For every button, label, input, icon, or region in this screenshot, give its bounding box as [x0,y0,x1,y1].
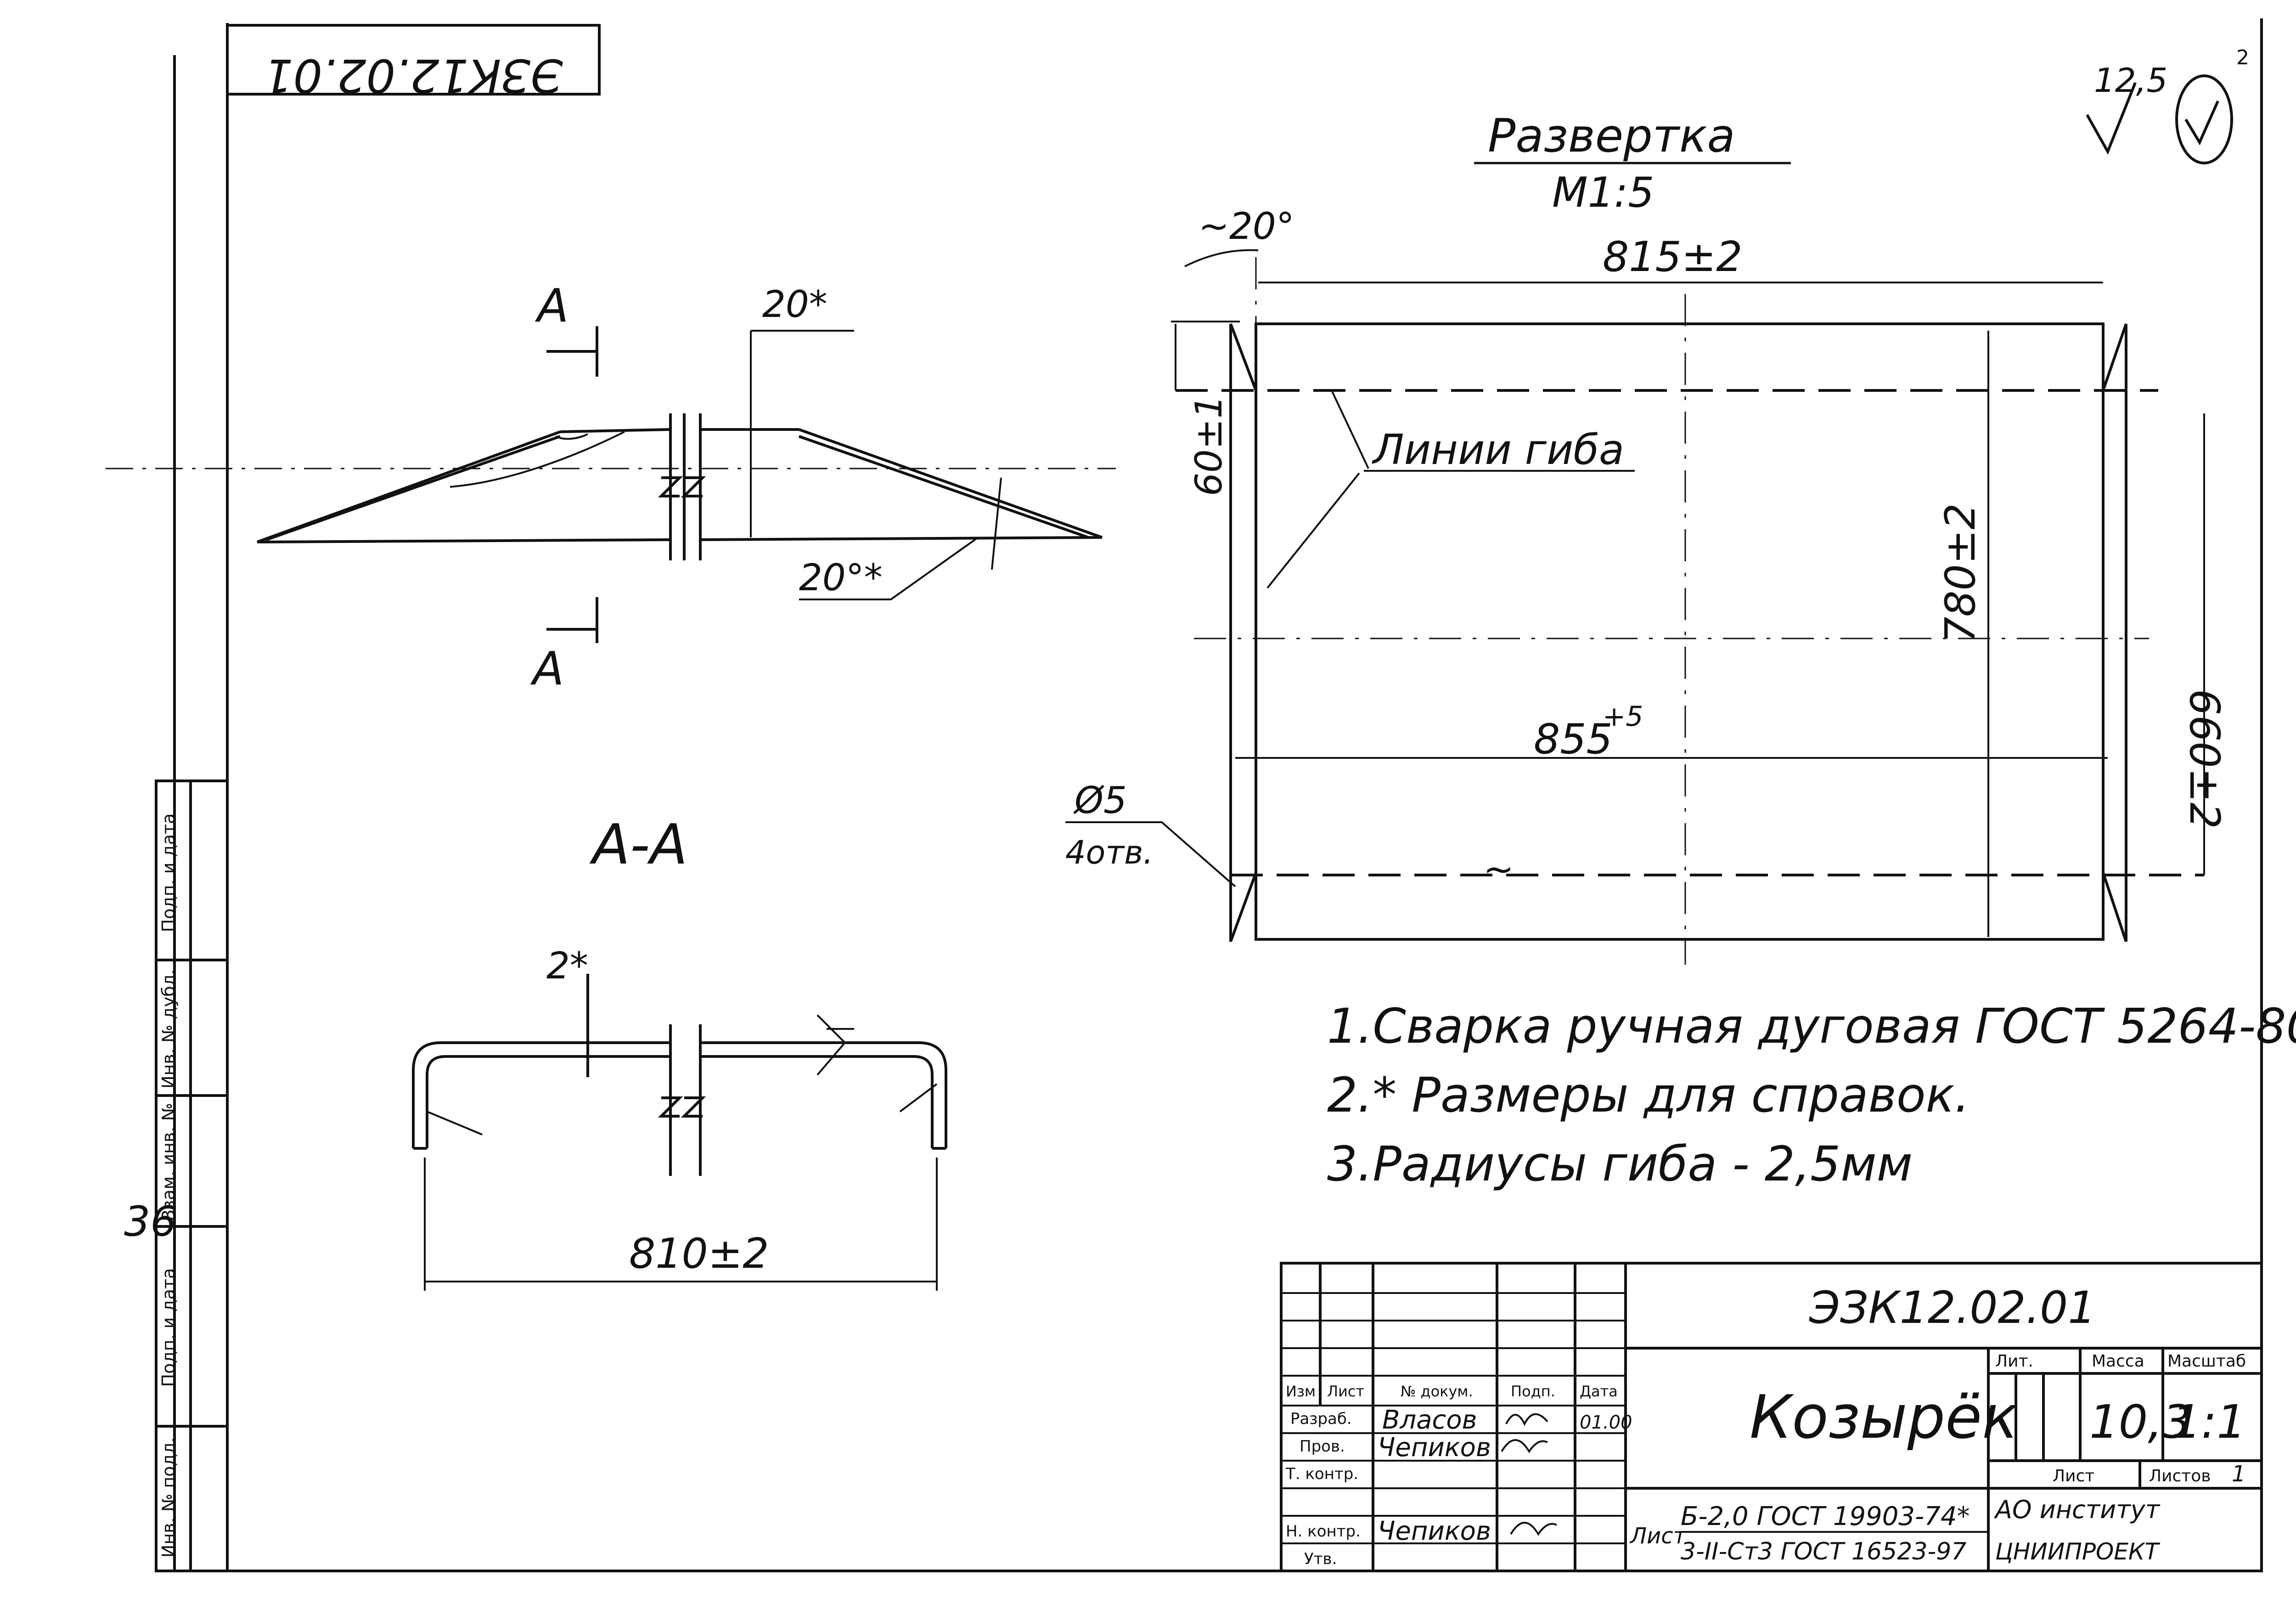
top-stamp-text: ЭЗК12.02.01 [264,49,563,102]
top-stamp-box [226,24,601,96]
side-label-2: Инв. № дубл. [158,969,179,1089]
tb-org-line1: АО институт [1994,1495,2161,1524]
tb-material-prefix: Лист [1629,1523,1687,1549]
tb-name-checker: Чепиков [1378,1433,1491,1463]
tb-scale-label: Масштаб [2167,1352,2246,1371]
hole-diameter: Ø5 [1073,779,1127,822]
side-angle-dim: 20°* [799,556,883,599]
development-title: Развертка [1488,109,1735,163]
tb-role-developer: Разраб. [1290,1410,1352,1428]
tb-role-approver: Утв. [1304,1550,1337,1568]
dev-flange-dim: 60±1 [1187,395,1230,496]
side-label-4: Подп. и дата [158,1268,179,1387]
section-view [412,974,947,1291]
note-3: 3.Радиусы гиба - 2,5мм [1327,1136,1913,1192]
note-1: 1.Сварка ручная дуговая ГОСТ 5264-80.* [1327,998,2296,1054]
tb-org-line2: ЦНИИПРОЕКТ [1995,1538,2160,1565]
section-mark-bottom: А [530,642,564,695]
tb-header-sign: Подп. [1511,1383,1555,1400]
tb-sheets-count: 1 [2232,1461,2246,1487]
tb-sheets-label: Листов [2149,1467,2211,1485]
roughness-symbol [2086,74,2233,164]
dev-top-dim: 815±2 [1603,233,1742,281]
tb-header-list: Лист [1327,1383,1364,1400]
dev-height-inner-dim: 660±2 [2180,689,2228,829]
page-number: 36 [124,1197,177,1246]
tb-part-name: Козырёк [1750,1382,2018,1452]
note-2: 2.* Размеры для справок. [1327,1067,1970,1123]
side-view [106,326,1116,643]
tb-role-tech-control: Т. контр. [1285,1465,1358,1483]
side-label-3: Взам. инв. № [158,1103,179,1221]
tb-sheet-label: Лист [2053,1467,2094,1485]
tb-scale-value: 1:1 [2172,1395,2246,1449]
tb-signatures [1501,1413,1557,1536]
title-block [1280,1262,2263,1572]
bend-lines-label: Линии гиба [1372,426,1624,474]
side-label-5: Инв. № подл. [158,1437,179,1558]
dev-width-tol: +5 [1603,700,1643,733]
tb-lit-label: Лит. [1995,1352,2033,1371]
section-length-dim: 810±2 [629,1230,769,1278]
tb-material-line2: 3-II-Ст3 ГОСТ 16523-97 [1681,1538,1966,1565]
tb-header-izm: Изм [1286,1383,1316,1400]
tb-doc-number: ЭЗК12.02.01 [1809,1282,2096,1333]
development-scale: М1:5 [1552,169,1654,217]
hole-count: 4отв. [1065,834,1154,871]
dev-width-dim: 855 [1534,715,1613,763]
tb-material-line1: Б-2,0 ГОСТ 19903-74* [1681,1502,1970,1531]
section-title: А-А [589,813,687,877]
tb-name-developer: Власов [1382,1405,1477,1435]
section-thickness-dim: 2* [546,944,588,987]
tb-header-date: Дата [1580,1383,1618,1400]
dev-tilde: ~ [1483,848,1514,891]
roughness-value: 12,5 [2094,61,2167,100]
tb-role-norm-control: Н. контр. [1286,1522,1361,1541]
side-label-1: Подп. и дата [158,813,179,932]
tb-role-checker: Пров. [1300,1437,1345,1456]
tb-mass-value: 10,3 [2089,1395,2192,1449]
development-view [1065,249,2205,965]
dev-angle-dim: ~20° [1199,205,1294,248]
side-height-dim: 20* [762,283,827,326]
tb-date-developer: 01.00 [1580,1412,1632,1433]
tb-header-doc: № докум. [1401,1383,1473,1400]
tb-name-norm-control: Чепиков [1378,1516,1491,1546]
dev-height-total-dim: 780±2 [1936,503,1985,643]
section-mark-top: А [535,279,568,333]
tb-mass-label: Масса [2092,1352,2144,1371]
sheet-corner-number: 2 [2236,46,2249,69]
